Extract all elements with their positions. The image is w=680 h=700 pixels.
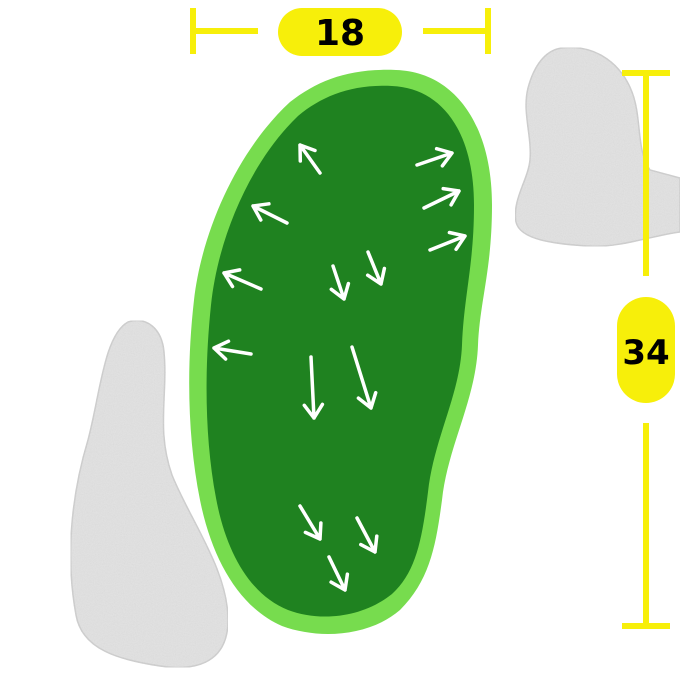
slope-arrow [212, 339, 253, 361]
bunker-right [514, 46, 680, 247]
slope-arrows [212, 143, 467, 592]
slope-arrow [298, 504, 323, 541]
slope-arrow [365, 250, 387, 286]
depth-label: 34 [622, 333, 669, 373]
slope-arrow [302, 355, 325, 420]
slope-arrow [327, 555, 350, 592]
slope-arrow [298, 143, 322, 175]
bunker-left [69, 319, 229, 669]
width-label: 18 [315, 13, 365, 54]
slope-arrow [422, 186, 461, 210]
slope-arrow [251, 202, 289, 225]
width-badge [278, 8, 402, 56]
depth-dimension: 34 [617, 70, 675, 629]
slope-arrow [329, 264, 351, 301]
depth-badge [617, 297, 675, 403]
slope-arrow [355, 516, 379, 554]
putting-surface [206, 85, 474, 617]
slope-arrow [222, 268, 263, 291]
slope-arrow [350, 345, 378, 410]
width-dimension: 18 [190, 8, 491, 56]
slope-arrow [415, 146, 454, 168]
slope-arrow [428, 230, 467, 252]
